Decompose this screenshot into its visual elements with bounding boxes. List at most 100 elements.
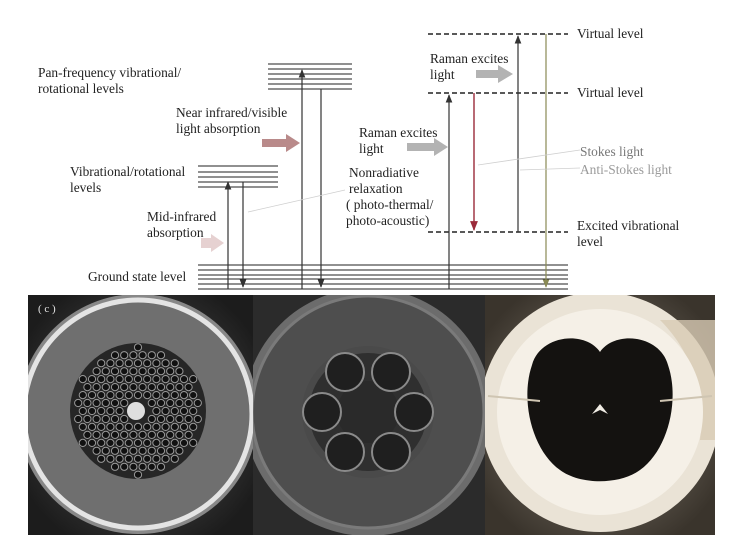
air-hole bbox=[110, 383, 120, 392]
air-hole bbox=[97, 406, 106, 416]
air-hole bbox=[138, 367, 147, 376]
air-hole bbox=[138, 462, 147, 471]
air-hole bbox=[115, 359, 124, 368]
air-hole bbox=[87, 375, 97, 384]
air-hole bbox=[110, 367, 120, 376]
air-hole bbox=[74, 398, 83, 408]
air-hole bbox=[92, 430, 101, 439]
air-hole bbox=[129, 446, 138, 455]
air-hole bbox=[110, 398, 120, 408]
air-hole bbox=[124, 454, 133, 463]
air-hole bbox=[179, 406, 189, 416]
air-hole bbox=[166, 446, 175, 455]
virtual-level-label-top: Virtual level bbox=[577, 26, 644, 41]
air-hole bbox=[106, 359, 115, 368]
air-hole bbox=[115, 454, 124, 463]
air-hole bbox=[78, 422, 87, 431]
raman-excites-label-left: Raman excites light bbox=[359, 125, 441, 156]
air-hole bbox=[97, 422, 106, 431]
air-hole bbox=[143, 391, 152, 400]
air-hole bbox=[170, 422, 179, 431]
air-hole bbox=[138, 430, 147, 439]
air-hole bbox=[138, 351, 147, 360]
air-hole bbox=[97, 359, 106, 368]
air-hole bbox=[120, 430, 129, 439]
air-hole bbox=[170, 391, 179, 400]
air-hole bbox=[120, 351, 129, 360]
air-hole bbox=[166, 398, 175, 408]
air-hole bbox=[156, 398, 166, 408]
air-hole bbox=[161, 391, 170, 400]
air-hole bbox=[83, 383, 92, 392]
air-hole bbox=[152, 422, 161, 431]
air-hole bbox=[175, 398, 184, 408]
air-hole bbox=[83, 414, 92, 424]
capillary-ring bbox=[302, 352, 434, 472]
air-hole bbox=[179, 391, 189, 400]
air-hole bbox=[175, 430, 184, 439]
air-hole bbox=[124, 422, 133, 431]
air-hole bbox=[101, 430, 110, 439]
air-hole bbox=[97, 391, 106, 400]
air-hole bbox=[133, 359, 143, 368]
air-hole bbox=[170, 406, 179, 416]
air-hole bbox=[133, 375, 143, 384]
air-hole bbox=[166, 383, 175, 392]
air-hole bbox=[92, 446, 101, 455]
air-hole bbox=[74, 414, 83, 424]
air-hole bbox=[78, 438, 87, 447]
pan-frequency-label: Pan-frequency vibrational/ rotational le… bbox=[38, 65, 185, 96]
air-hole bbox=[179, 438, 189, 447]
air-hole bbox=[189, 422, 198, 431]
solid-core bbox=[127, 402, 145, 420]
virtual-level-label: Virtual level bbox=[577, 85, 644, 100]
air-hole bbox=[166, 414, 175, 424]
air-hole bbox=[129, 383, 138, 392]
panel-label: ( c ) bbox=[38, 303, 56, 315]
air-hole bbox=[156, 383, 166, 392]
air-hole bbox=[120, 398, 129, 408]
air-hole bbox=[124, 438, 133, 447]
air-hole bbox=[106, 422, 115, 431]
air-hole bbox=[138, 383, 147, 392]
air-hole bbox=[161, 359, 170, 368]
air-hole bbox=[152, 375, 161, 384]
air-hole bbox=[179, 422, 189, 431]
air-hole bbox=[92, 414, 101, 424]
air-hole bbox=[179, 375, 189, 384]
hollow-core bbox=[337, 381, 399, 443]
air-hole bbox=[83, 430, 92, 439]
air-hole bbox=[138, 446, 147, 455]
air-hole bbox=[161, 406, 170, 416]
raman-excites-label-top: Raman excites light bbox=[430, 51, 512, 82]
air-hole bbox=[106, 375, 115, 384]
air-hole bbox=[147, 446, 156, 455]
air-hole bbox=[78, 375, 87, 384]
air-hole bbox=[184, 414, 193, 424]
air-hole bbox=[115, 438, 124, 447]
air-hole bbox=[147, 462, 156, 471]
air-hole bbox=[133, 470, 143, 479]
air-hole bbox=[124, 375, 133, 384]
air-hole bbox=[161, 454, 170, 463]
stokes-light-label: Stokes light bbox=[580, 144, 644, 159]
air-hole bbox=[156, 414, 166, 424]
air-hole bbox=[161, 422, 170, 431]
air-hole bbox=[120, 383, 129, 392]
air-hole bbox=[101, 446, 110, 455]
air-hole bbox=[175, 446, 184, 455]
air-hole bbox=[101, 383, 110, 392]
air-hole bbox=[143, 422, 152, 431]
air-hole bbox=[120, 446, 129, 455]
air-hole bbox=[170, 454, 179, 463]
air-hole bbox=[97, 454, 106, 463]
air-hole bbox=[161, 438, 170, 447]
air-hole bbox=[110, 462, 120, 471]
air-hole bbox=[97, 375, 106, 384]
air-hole bbox=[120, 367, 129, 376]
air-hole bbox=[175, 414, 184, 424]
air-hole bbox=[101, 398, 110, 408]
air-hole bbox=[106, 438, 115, 447]
